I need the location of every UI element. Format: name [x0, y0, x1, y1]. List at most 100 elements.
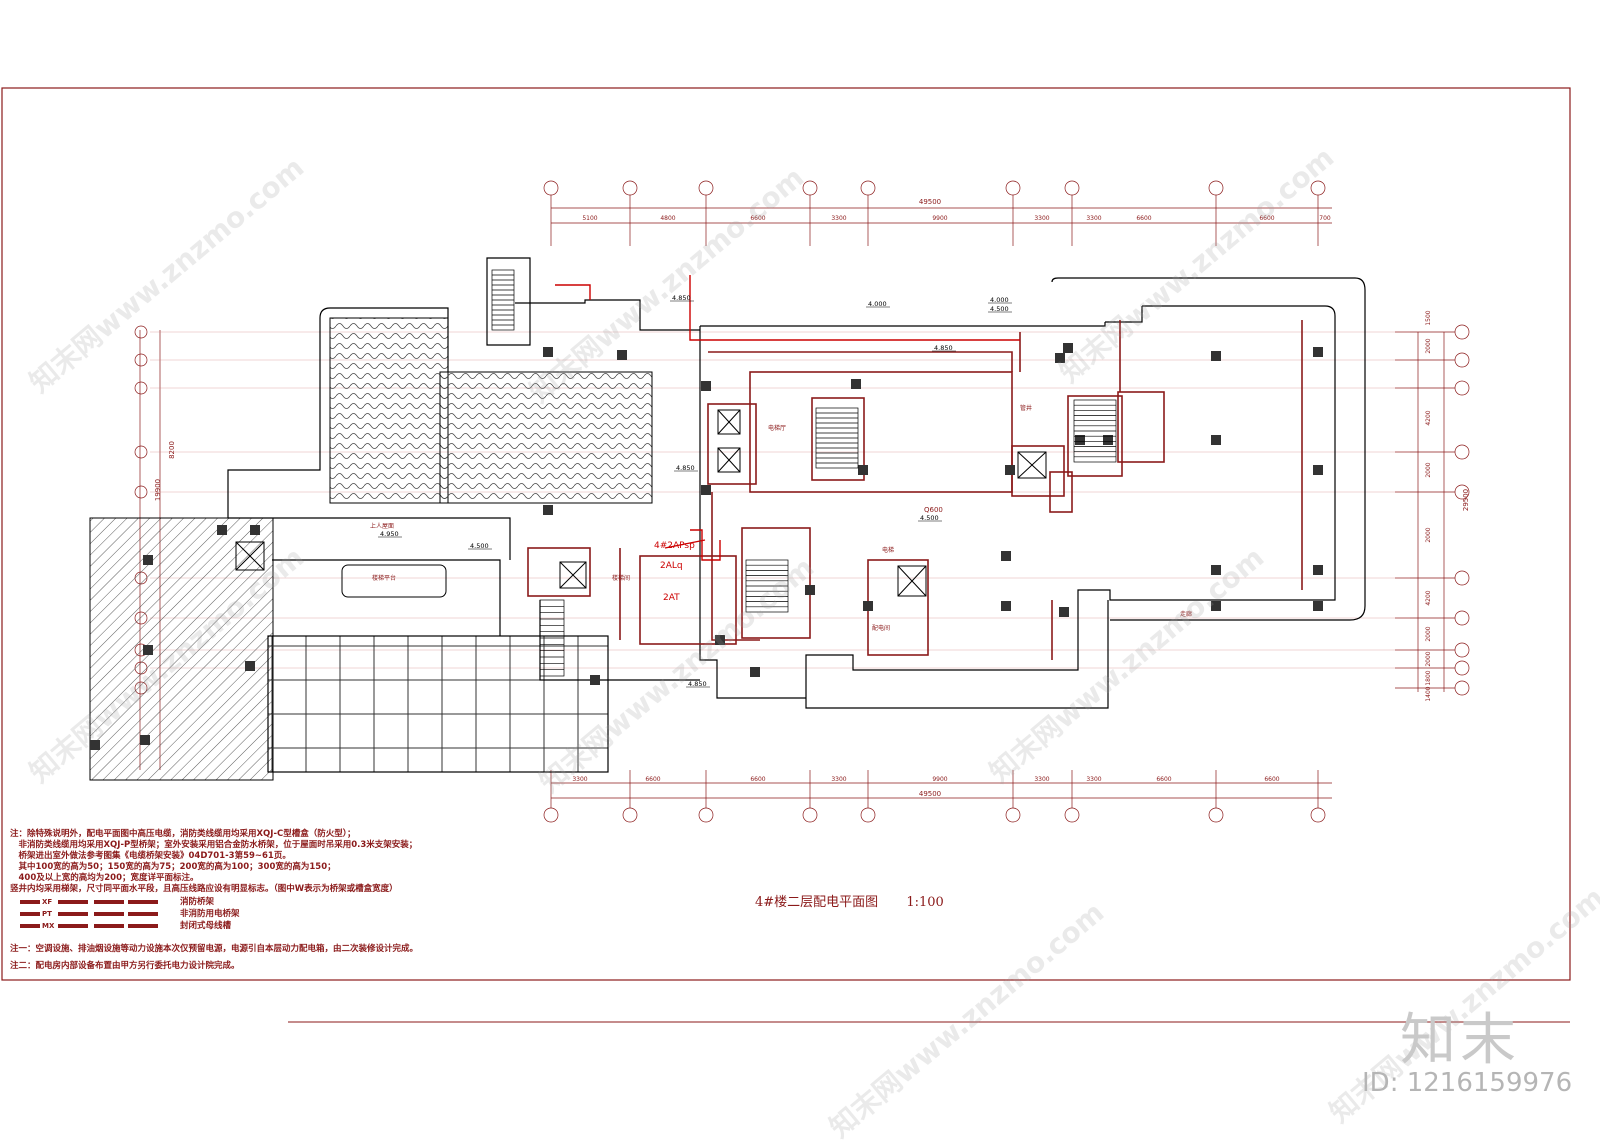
top-dim-label: 9900 [932, 215, 947, 222]
center-label: Q600 [924, 506, 943, 514]
top-dim-label: 700 [1319, 215, 1331, 222]
column [858, 465, 868, 475]
column [1313, 601, 1323, 611]
top-dim-label: 3300 [831, 215, 846, 222]
elevation-mark: 4.000 [868, 300, 887, 308]
column [1063, 343, 1073, 353]
room-label-distribution: 配电间 [872, 624, 890, 632]
legend-swatch [20, 924, 40, 928]
right-dim-label: 2000 [1425, 651, 1432, 666]
legend-swatch [94, 924, 124, 928]
top-axis-grid [543, 180, 1326, 246]
bottom-dim-label: 6600 [645, 776, 660, 783]
column [1211, 435, 1221, 445]
legend-swatch [128, 924, 158, 928]
elevation-mark: 4.850 [688, 680, 707, 688]
hatched-roof [89, 517, 274, 781]
staircase [1073, 399, 1117, 463]
right-dim-label: 2000 [1425, 462, 1432, 477]
legend-label-mx: 封闭式母线槽 [180, 921, 232, 931]
footnote-2: 注二：配电房内部设备布置由甲方另行委托电力设计院完成。 [10, 961, 240, 971]
column [1103, 435, 1113, 445]
right-dim-label: 1500 [1425, 310, 1432, 325]
column [143, 555, 153, 565]
top-dim-label: 5100 [582, 215, 597, 222]
right-dim-label: 2000 [1425, 338, 1432, 353]
column [1211, 351, 1221, 361]
column [1211, 601, 1221, 611]
panel-label-2alq: 2ALq [660, 561, 683, 571]
elevation-mark: 4.500 [920, 514, 939, 522]
room-label-roof: 上人屋面 [370, 522, 394, 530]
legend-swatch [58, 912, 88, 916]
bottom-dim-label: 3300 [831, 776, 846, 783]
column [1313, 347, 1323, 357]
staircase [815, 407, 859, 469]
column [851, 379, 861, 389]
panel-label-2apsp: 4#2APsp [654, 541, 695, 551]
column [750, 667, 760, 677]
bottom-dim-label: 3300 [1086, 776, 1101, 783]
legend-label-xf: 消防桥架 [180, 897, 215, 907]
bottom-dim-label: 3300 [1034, 776, 1049, 783]
legend-swatch [94, 912, 124, 916]
top-dim-label: 6600 [750, 215, 765, 222]
column [715, 635, 725, 645]
elevation-mark: 4.500 [470, 542, 489, 550]
elevation-mark: 4.850 [934, 344, 953, 352]
right-dim-label: 1400 [1425, 686, 1432, 701]
room-label-shaft: 管井 [1020, 404, 1032, 412]
column [140, 735, 150, 745]
right-dim-label: 2000 [1425, 527, 1432, 542]
legend-swatches [20, 900, 158, 928]
legend-code-xf: XF [42, 898, 53, 906]
column [1075, 435, 1085, 445]
bottom-dim-label: 6600 [1156, 776, 1171, 783]
right-dim-label: 4200 [1425, 590, 1432, 605]
right-total-dim: 29500 [1462, 489, 1470, 511]
staircase [491, 269, 515, 331]
column [1001, 601, 1011, 611]
column [863, 601, 873, 611]
top-dim-label: 6600 [1259, 215, 1274, 222]
room-label-elevator-hall: 电梯厅 [768, 424, 786, 432]
left-total-dim: 19900 [154, 479, 162, 501]
panel-label-2at: 2AT [663, 593, 680, 603]
legend-code-mx: MX [42, 922, 55, 930]
right-dim-label: 4200 [1425, 410, 1432, 425]
sheet-border [1, 87, 1571, 981]
column [701, 381, 711, 391]
column [590, 675, 600, 685]
elevation-mark: 4.500 [990, 305, 1009, 313]
legend-swatch [20, 900, 40, 904]
column [250, 525, 260, 535]
column [217, 525, 227, 535]
column [543, 505, 553, 515]
legend-swatch [128, 900, 158, 904]
column [1313, 565, 1323, 575]
note-line-3: 桥架进出室外做法参考图集《电缆桥架安装》04D701-3第59~61页。 [10, 851, 291, 861]
room-label-stairwell: 楼梯间 [612, 574, 630, 582]
legend-swatch [20, 912, 40, 916]
right-dim-label: 2000 [1425, 626, 1432, 641]
top-dim-label: 3300 [1034, 215, 1049, 222]
staircase [539, 599, 565, 677]
column [245, 661, 255, 671]
bottom-dim-label: 6600 [1264, 776, 1279, 783]
right-dim-label: 1800 [1425, 670, 1432, 685]
bottom-dim-label: 9900 [932, 776, 947, 783]
room-label-elevator: 电梯 [882, 546, 894, 554]
stairs [491, 269, 1117, 677]
column [1313, 465, 1323, 475]
grid-skylight [267, 635, 609, 773]
legend-swatch [58, 924, 88, 928]
left-dim: 8200 [168, 441, 176, 459]
room-label-corridor: 走廊 [1180, 610, 1192, 618]
bottom-dim-label: 3300 [572, 776, 587, 783]
staircase [745, 559, 789, 613]
column [1005, 465, 1015, 475]
legend-code-pt: PT [42, 910, 52, 918]
top-dim-label: 3300 [1086, 215, 1101, 222]
